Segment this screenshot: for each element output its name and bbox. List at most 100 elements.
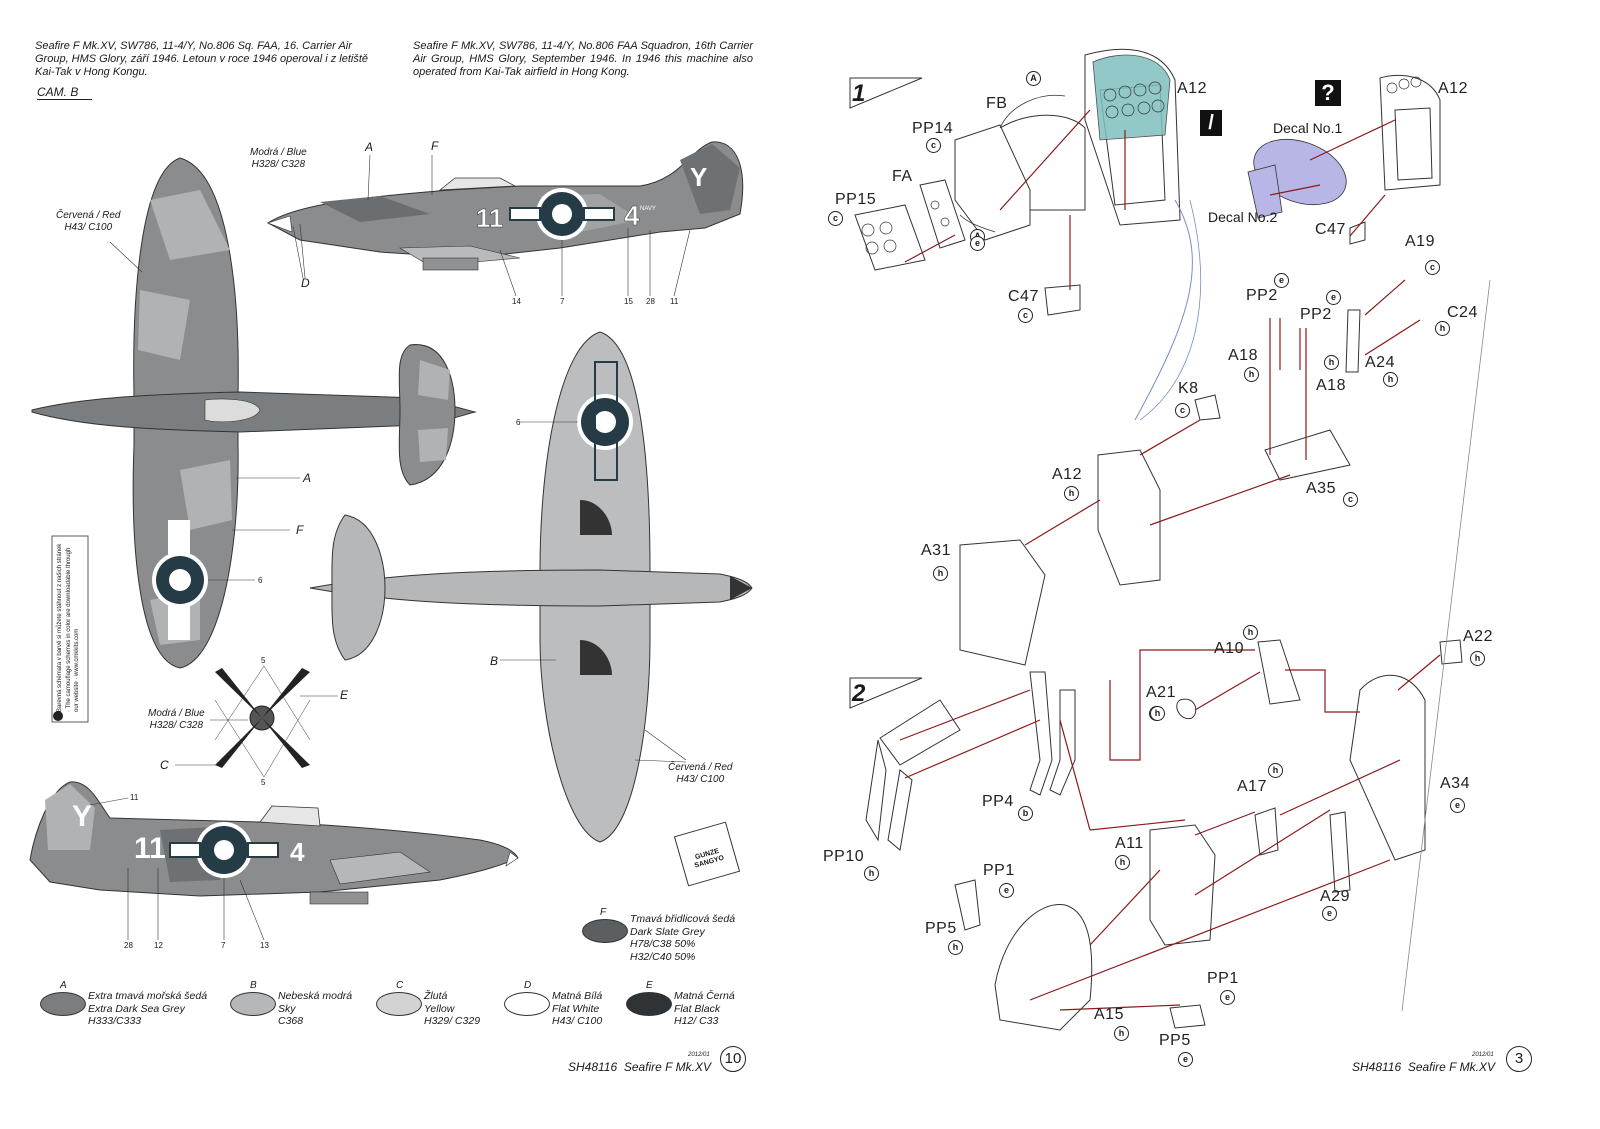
callout-number: 14 xyxy=(512,297,521,306)
glue-mark-icon: h xyxy=(1470,651,1485,666)
part-label: PP4 xyxy=(982,793,1014,810)
part-label: A18 xyxy=(1316,377,1346,394)
part-label: PP15 xyxy=(835,191,877,208)
callout-B: B xyxy=(490,654,499,668)
navy-text: NAVY xyxy=(640,206,656,212)
callout-C: C xyxy=(160,758,169,772)
callout-F-plan: F xyxy=(296,523,304,537)
part-label: FA xyxy=(892,168,913,185)
part-label: C24 xyxy=(1447,304,1478,321)
callout-E: E xyxy=(340,688,349,702)
part-label: A24 xyxy=(1365,354,1395,371)
callout-number: 6 xyxy=(258,576,263,585)
glue-mark-icon: c xyxy=(1343,492,1358,507)
swatch-D xyxy=(504,992,550,1016)
glue-mark-icon: h xyxy=(1150,706,1165,721)
underside-view xyxy=(309,331,753,843)
part-label: A11 xyxy=(1115,835,1144,852)
glue-mark-icon: h xyxy=(1383,372,1398,387)
callout-A-top: A xyxy=(365,140,374,154)
swatch-F xyxy=(582,919,628,943)
glue-mark-icon: A xyxy=(1026,71,1041,86)
glue-mark-icon: h xyxy=(933,566,948,581)
step-2-number: 2 xyxy=(852,680,866,707)
part-label: PP2 xyxy=(1300,306,1332,323)
decal-2-label: Decal No.2 xyxy=(1208,209,1278,225)
plan-view-top xyxy=(31,157,477,669)
glue-mark-icon: c xyxy=(828,211,843,226)
part-label: PP5 xyxy=(925,920,957,937)
glue-mark-icon: e xyxy=(1178,1052,1193,1067)
part-label: PP2 xyxy=(1246,287,1278,304)
aircraft-drawings xyxy=(29,141,753,941)
part-label: PP10 xyxy=(823,848,865,865)
website-note: Barevná schémata v barvě si můžete stáhn… xyxy=(57,543,80,712)
code-letter-top: 4 xyxy=(624,200,640,232)
glue-mark-icon: e xyxy=(1220,990,1235,1005)
part-label: K8 xyxy=(1178,380,1199,397)
glue-mark-icon: h xyxy=(1114,1026,1129,1041)
glue-mark-icon: h xyxy=(1115,855,1130,870)
callout-A-plan: A xyxy=(303,471,312,485)
footer-left: SH48116 Seafire F Mk.XV xyxy=(568,1060,711,1074)
part-label: A12 xyxy=(1052,466,1082,483)
part-label: C47 xyxy=(1315,221,1346,238)
caption-english: Seafire F Mk.XV, SW786, 11-4/Y, No.806 F… xyxy=(413,40,753,78)
callout-number: 7 xyxy=(560,297,565,306)
callout-number: 11 xyxy=(670,297,679,306)
part-label: A21 xyxy=(1146,684,1176,701)
part-label: A22 xyxy=(1463,628,1493,645)
swatch-E xyxy=(626,992,672,1016)
option-slash-icon: / xyxy=(1200,110,1222,136)
question-icon: ? xyxy=(1315,80,1341,106)
step-1-number: 1 xyxy=(852,80,866,107)
decal-1-label: Decal No.1 xyxy=(1273,120,1343,136)
glue-mark-icon: h xyxy=(948,940,963,955)
callout-number: 28 xyxy=(124,941,133,950)
glue-mark-icon: c xyxy=(1018,308,1033,323)
glue-mark-icon: e xyxy=(970,236,985,251)
callout-number: 13 xyxy=(260,941,269,950)
glue-mark-icon: e xyxy=(1326,290,1341,305)
footer-left-date: 2012/01 xyxy=(688,1052,710,1058)
glue-mark-icon: h xyxy=(1268,763,1283,778)
tail-letter-top: Y xyxy=(690,162,708,192)
part-label: PP5 xyxy=(1159,1032,1191,1049)
part-label: A18 xyxy=(1228,347,1258,364)
glue-mark-icon: h xyxy=(1324,355,1339,370)
code-number-bottom: 11 xyxy=(134,832,166,865)
part-label: PP14 xyxy=(912,120,954,137)
part-label: A15 xyxy=(1094,1006,1124,1023)
swatch-B xyxy=(230,992,276,1016)
page-number-right: 3 xyxy=(1506,1046,1532,1072)
part-label: A12 xyxy=(1177,80,1207,97)
glue-mark-icon: h xyxy=(864,866,879,881)
callout-number: 12 xyxy=(154,941,163,950)
glue-mark-icon: c xyxy=(1425,260,1440,275)
camo-label: CAM. B xyxy=(37,85,93,100)
part-label: A17 xyxy=(1237,778,1267,795)
glue-mark-icon: e xyxy=(1322,906,1337,921)
part-label: A31 xyxy=(921,542,951,559)
part-label: A10 xyxy=(1214,640,1244,657)
callout-number: 6 xyxy=(516,418,521,427)
footer-right-date: 2012/01 xyxy=(1472,1052,1494,1058)
part-label: PP1 xyxy=(1207,970,1239,987)
footer-right: SH48116 Seafire F Mk.XV xyxy=(1352,1060,1495,1074)
part-label: C47 xyxy=(1008,288,1039,305)
part-label: A19 xyxy=(1405,233,1435,250)
glue-mark-icon: e xyxy=(1450,798,1465,813)
side-view-bottom xyxy=(29,781,519,941)
callout-D: D xyxy=(301,276,310,290)
part-label: A29 xyxy=(1320,888,1350,905)
part-label: PP1 xyxy=(983,862,1015,879)
glue-mark-icon: c xyxy=(926,138,941,153)
code-letter-bottom: 4 xyxy=(290,837,305,867)
callout-number: 5 xyxy=(261,656,266,665)
callout-F-top: F xyxy=(431,139,439,153)
callout-number: 5 xyxy=(261,778,266,787)
